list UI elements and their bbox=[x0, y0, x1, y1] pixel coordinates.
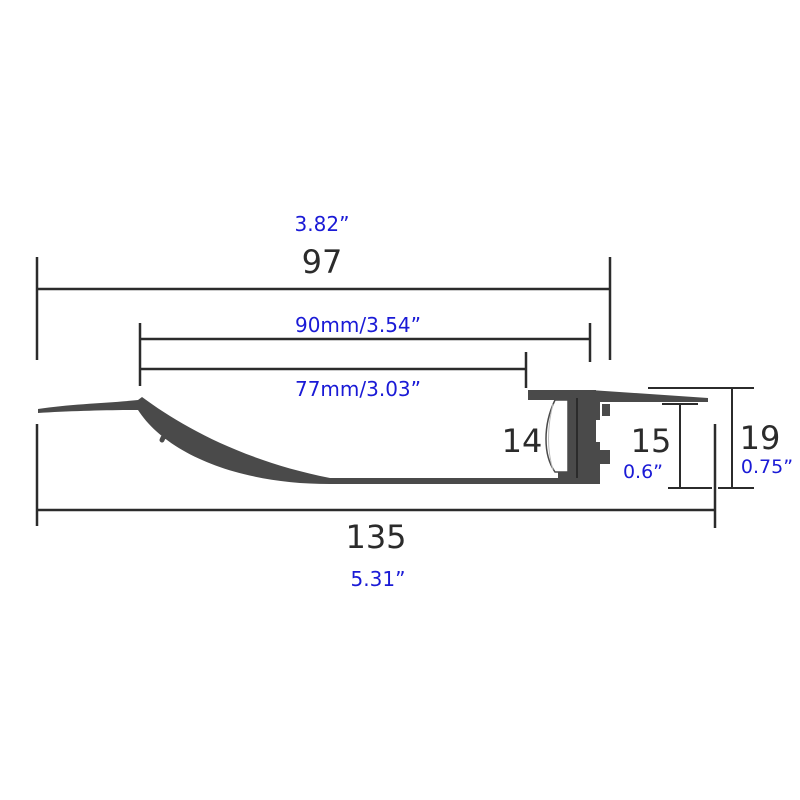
wall-clip-top bbox=[602, 404, 610, 416]
dim-97-inch-label: 3.82” bbox=[295, 212, 350, 236]
diffuser-lens bbox=[545, 399, 569, 473]
dimension-90 bbox=[138, 323, 592, 386]
dim-19-mm-label: 19 bbox=[740, 419, 781, 457]
profile-hook bbox=[159, 431, 193, 451]
dim-15-inch-label: 0.6” bbox=[623, 461, 663, 483]
profile-right-wall bbox=[590, 390, 708, 484]
dim-90-label: 90mm/3.54” bbox=[295, 313, 421, 337]
dim-77-label: 77mm/3.03” bbox=[295, 377, 421, 401]
profile-body bbox=[38, 390, 596, 484]
dim-19-inch-label: 0.75” bbox=[741, 456, 793, 478]
channel-lip-bottom bbox=[570, 474, 578, 480]
dim-135-mm-label: 135 bbox=[345, 518, 406, 556]
dimension-97 bbox=[35, 257, 612, 360]
dim-14-label: 14 bbox=[502, 422, 543, 460]
dim-97-mm-label: 97 bbox=[302, 243, 343, 281]
dimension-77 bbox=[140, 352, 528, 388]
channel-lip-top bbox=[570, 396, 578, 402]
dimension-135 bbox=[35, 424, 717, 528]
dimension-19 bbox=[648, 387, 754, 489]
dim-135-inch-label: 5.31” bbox=[351, 567, 406, 591]
dim-15-mm-label: 15 bbox=[631, 422, 672, 460]
dimension-15 bbox=[662, 403, 712, 489]
wall-notch bbox=[596, 420, 600, 442]
wall-clip-bottom bbox=[600, 450, 610, 464]
extrusion-profile bbox=[38, 390, 708, 484]
